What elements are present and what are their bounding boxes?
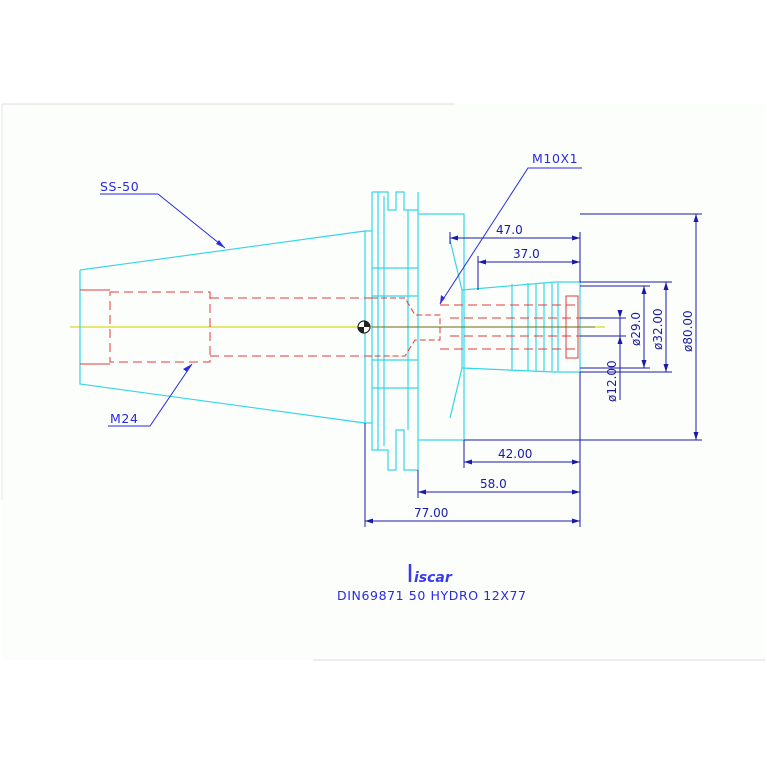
dim-dia-80: ø80.00 (681, 310, 695, 352)
dim-dia-29: ø29.0 (629, 312, 643, 346)
dim-dia-12: ø12.00 (605, 360, 619, 402)
taper-label: SS-50 (100, 179, 139, 194)
dimension-lines (364, 213, 702, 527)
dimension-arrows (365, 214, 699, 524)
gauge-point-marker (357, 320, 371, 334)
part-caption: DIN69871 50 HYDRO 12X77 (337, 588, 527, 603)
svg-text:iscar: iscar (414, 570, 453, 586)
thread-pull-label: M24 (110, 411, 139, 426)
brand-logo: iscar (408, 564, 453, 586)
hidden-lines (80, 289, 580, 365)
dim-47: 47.0 (496, 223, 523, 237)
leader-arrows (183, 240, 445, 372)
dim-37: 37.0 (513, 247, 540, 261)
dim-77: 77.00 (414, 506, 448, 520)
thread-screw-label: M10X1 (532, 151, 578, 166)
dim-42: 42.00 (498, 447, 532, 461)
dim-58: 58.0 (480, 477, 507, 491)
flange-outline (371, 191, 450, 471)
dim-dia-32: ø32.00 (651, 308, 665, 350)
leader-lines (100, 167, 582, 427)
